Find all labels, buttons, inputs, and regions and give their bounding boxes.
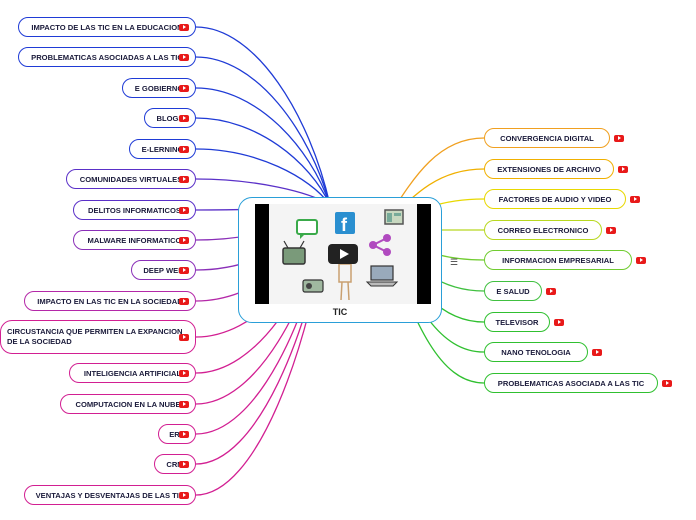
topic-label: PROBLEMATICAS ASOCIADAS A LAS TIC [31, 52, 183, 62]
left-topic-node[interactable]: E GOBIERNO [122, 78, 196, 98]
video-badge-icon[interactable] [179, 84, 189, 92]
speech-bubble-icon [296, 219, 318, 239]
left-topic-node[interactable]: VENTAJAS Y DESVENTAJAS DE LAS TIC [24, 485, 196, 505]
topic-label: FACTORES DE AUDIO Y VIDEO [498, 194, 612, 204]
video-badge-icon[interactable] [662, 379, 672, 387]
video-badge-icon[interactable] [179, 460, 189, 468]
topic-label: CONVERGENCIA DIGITAL [500, 133, 594, 143]
video-badge-icon[interactable] [179, 23, 189, 31]
video-badge-icon[interactable] [179, 369, 189, 377]
video-badge-icon[interactable] [179, 400, 189, 408]
topic-label: TELEVISOR [495, 317, 539, 327]
connector-line [195, 56, 331, 206]
topic-label: E-LERNING [141, 144, 184, 154]
left-topic-node[interactable]: DELITOS INFORMATICOS [73, 200, 196, 220]
right-topic-node[interactable]: CORREO ELECTRONICO [484, 220, 602, 240]
radio-icon [302, 279, 324, 293]
right-topic-node[interactable]: INFORMACION EMPRESARIAL [484, 250, 632, 270]
topic-label: E GOBIERNO [134, 83, 184, 93]
video-badge-icon[interactable] [179, 145, 189, 153]
right-topic-node[interactable]: CONVERGENCIA DIGITAL [484, 128, 610, 148]
topic-label: COMPUTACION EN LA NUBE [75, 399, 181, 409]
web-window-icon [384, 209, 404, 225]
video-badge-icon[interactable] [630, 195, 640, 203]
topic-label: PROBLEMATICAS ASOCIADA A LAS TIC [497, 378, 645, 388]
topic-label: INFORMACION EMPRESARIAL [502, 255, 614, 265]
topic-label: CRM [166, 459, 184, 469]
topic-label: IMPACTO DE LAS TIC EN LA EDUCACION [31, 22, 183, 32]
right-topic-node[interactable]: TELEVISOR [484, 312, 550, 332]
video-badge-icon[interactable] [592, 348, 602, 356]
topic-label: MALWARE INFORMATICO [87, 235, 182, 245]
video-badge-icon[interactable] [546, 287, 556, 295]
left-topic-node[interactable]: ERP [158, 424, 196, 444]
right-topic-node[interactable]: NANO TENOLOGIA [484, 342, 588, 362]
video-badge-icon[interactable] [179, 297, 189, 305]
topic-label: DELITOS INFORMATICOS [88, 205, 181, 215]
tv-icon [282, 240, 306, 265]
connector-line [195, 26, 331, 206]
left-topic-node[interactable]: CIRCUSTANCIA QUE PERMITEN LA EXPANCION D… [0, 320, 196, 354]
video-badge-icon[interactable] [179, 114, 189, 122]
video-badge-icon[interactable] [606, 226, 616, 234]
person-icon [338, 263, 352, 301]
topic-label: ERP [169, 429, 185, 439]
topic-label: E SALUD [496, 286, 530, 296]
video-badge-icon[interactable] [618, 165, 628, 173]
video-badge-icon[interactable] [179, 53, 189, 61]
left-topic-node[interactable]: DEEP WEB [131, 260, 196, 280]
connector-line [195, 87, 331, 206]
video-player[interactable]: f [255, 204, 431, 304]
topic-label: CORREO ELECTRONICO [497, 225, 589, 235]
central-topic-title: TIC [332, 307, 348, 317]
right-topic-node[interactable]: E SALUD [484, 281, 542, 301]
topic-label: EXTENSIONES DE ARCHIVO [497, 164, 601, 174]
left-topic-node[interactable]: MALWARE INFORMATICO [73, 230, 196, 250]
topic-label: IMPACTO EN LAS TIC EN LA SOCIEDAD [37, 296, 183, 306]
left-topic-node[interactable]: CRM [154, 454, 196, 474]
left-topic-node[interactable]: E-LERNING [129, 139, 196, 159]
video-badge-icon[interactable] [179, 206, 189, 214]
topic-label: NANO TENOLOGIA [501, 347, 571, 357]
connector-line [195, 148, 331, 206]
right-topic-node[interactable]: PROBLEMATICAS ASOCIADA A LAS TIC [484, 373, 658, 393]
video-badge-icon[interactable] [614, 134, 624, 142]
left-topic-node[interactable]: PROBLEMATICAS ASOCIADAS A LAS TIC [18, 47, 196, 67]
facebook-icon: f [335, 212, 355, 235]
left-topic-node[interactable]: IMPACTO DE LAS TIC EN LA EDUCACION [18, 17, 196, 37]
video-badge-icon[interactable] [179, 333, 189, 341]
topic-label: DEEP WEB [143, 265, 184, 275]
video-badge-icon[interactable] [179, 175, 189, 183]
share-icon [369, 234, 391, 256]
video-badge-icon[interactable] [179, 236, 189, 244]
video-badge-icon[interactable] [554, 318, 564, 326]
video-badge-icon[interactable] [179, 491, 189, 499]
topic-label: CIRCUSTANCIA QUE PERMITEN LA EXPANCION D… [7, 327, 183, 346]
left-topic-node[interactable]: INTELIGENCIA ARTIFICIAL [69, 363, 196, 383]
topic-label: COMUNIDADES VIRTUALES [79, 174, 183, 184]
video-badge-icon[interactable] [179, 430, 189, 438]
topic-label: VENTAJAS Y DESVENTAJAS DE LAS TIC [35, 490, 185, 500]
video-badge-icon[interactable] [636, 256, 646, 264]
right-topic-node[interactable]: FACTORES DE AUDIO Y VIDEO [484, 189, 626, 209]
right-topic-node[interactable]: EXTENSIONES DE ARCHIVO [484, 159, 614, 179]
connector-line [195, 117, 331, 206]
left-topic-node[interactable]: COMPUTACION EN LA NUBE [60, 394, 196, 414]
laptop-icon [365, 265, 399, 287]
topic-label: BLOGS [156, 113, 184, 123]
left-topic-node[interactable]: IMPACTO EN LAS TIC EN LA SOCIEDAD [24, 291, 196, 311]
video-badge-icon[interactable] [179, 266, 189, 274]
hamburger-icon[interactable]: ☰ [450, 257, 459, 267]
left-topic-node[interactable]: BLOGS [144, 108, 196, 128]
central-topic[interactable]: f [238, 197, 442, 323]
topic-label: INTELIGENCIA ARTIFICIAL [83, 368, 182, 378]
left-topic-node[interactable]: COMUNIDADES VIRTUALES [66, 169, 196, 189]
svg-text:f: f [341, 215, 348, 235]
play-icon[interactable] [328, 244, 358, 264]
